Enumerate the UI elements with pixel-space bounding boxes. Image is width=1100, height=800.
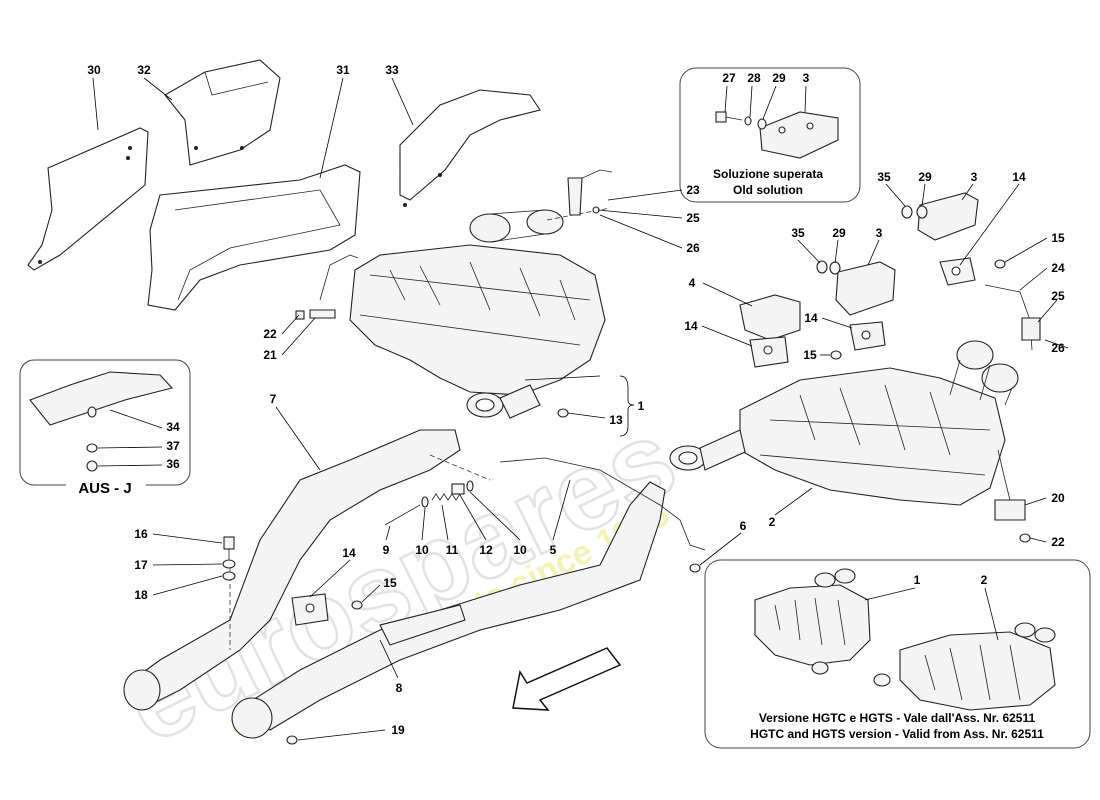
bracket-3-middle bbox=[816, 260, 896, 316]
label-26-upper: 26 bbox=[686, 241, 700, 255]
label-26-lower: 26 bbox=[1051, 341, 1065, 355]
direction-arrow bbox=[512, 647, 622, 711]
label-old-28: 28 bbox=[747, 71, 761, 85]
front-pipe-7 bbox=[123, 429, 461, 711]
hanger-bracket-21 bbox=[295, 254, 359, 320]
label-aus-37: 37 bbox=[166, 439, 180, 453]
label-23: 23 bbox=[686, 183, 700, 197]
hgtc-muffler-1 bbox=[754, 568, 871, 675]
rubber-mount-14-a bbox=[939, 257, 976, 286]
leader-lines bbox=[92, 77, 1069, 741]
bracket-4 bbox=[739, 294, 801, 341]
label-aus-36: 36 bbox=[166, 457, 180, 471]
label-old-27: 27 bbox=[722, 71, 736, 85]
label-old-29: 29 bbox=[772, 71, 786, 85]
nut-15-19 bbox=[286, 259, 1031, 745]
group-brace-1 bbox=[619, 375, 635, 437]
label-4: 4 bbox=[689, 276, 696, 290]
label-18: 18 bbox=[134, 588, 148, 602]
hgtc-caption-it: Versione HGTC e HGTS - Vale dall'Ass. Nr… bbox=[759, 711, 1036, 725]
label-13: 13 bbox=[609, 413, 623, 427]
label-14-lower: 14 bbox=[342, 546, 356, 560]
heat-shield-32 bbox=[164, 59, 281, 166]
hanger-rod-23 bbox=[567, 169, 613, 216]
heat-shield-30 bbox=[27, 127, 149, 271]
bolt-16-stack bbox=[222, 536, 236, 581]
label-1: 1 bbox=[638, 399, 645, 413]
rubber-mount-14-d bbox=[291, 593, 329, 626]
label-33: 33 bbox=[385, 63, 399, 77]
label-9: 9 bbox=[383, 543, 390, 557]
hgtc-muffler-2 bbox=[873, 622, 1056, 711]
label-5: 5 bbox=[550, 543, 557, 557]
old-solution-box: Soluzione superata Old solution bbox=[679, 67, 861, 203]
label-25-upper: 25 bbox=[686, 211, 700, 225]
heat-shield-33 bbox=[399, 89, 541, 207]
center-muffler bbox=[349, 207, 611, 419]
aus-j-box: AUS - J bbox=[19, 359, 191, 497]
label-15-upper: 15 bbox=[1051, 231, 1065, 245]
label-35-upper: 35 bbox=[877, 170, 891, 184]
label-22-lower: 22 bbox=[1051, 535, 1065, 549]
label-11: 11 bbox=[446, 543, 459, 557]
label-20: 20 bbox=[1051, 491, 1065, 505]
label-2: 2 bbox=[769, 515, 776, 529]
label-19: 19 bbox=[391, 723, 405, 737]
label-14-upper: 14 bbox=[1012, 170, 1026, 184]
rear-muffler bbox=[669, 340, 1019, 506]
hanger-rod-24 bbox=[984, 284, 1041, 351]
old-solution-title-en: Old solution bbox=[733, 183, 803, 197]
label-24: 24 bbox=[1051, 261, 1065, 275]
spring-bolt-9-12 bbox=[384, 454, 491, 526]
label-3-middle: 3 bbox=[876, 226, 883, 240]
heat-shield-31 bbox=[147, 164, 361, 311]
label-8: 8 bbox=[396, 681, 403, 695]
label-31: 31 bbox=[336, 63, 350, 77]
label-35-middle: 35 bbox=[791, 226, 805, 240]
label-29-middle: 29 bbox=[832, 226, 846, 240]
label-aus-34: 34 bbox=[166, 420, 180, 434]
label-16: 16 bbox=[134, 527, 148, 541]
hgtc-caption-en: HGTC and HGTS version - Valid from Ass. … bbox=[750, 727, 1044, 741]
label-old-3: 3 bbox=[803, 71, 810, 85]
label-29-upper: 29 bbox=[918, 170, 932, 184]
old-solution-screw bbox=[715, 111, 767, 130]
label-30: 30 bbox=[87, 63, 101, 77]
label-14-left: 14 bbox=[684, 319, 698, 333]
front-pipe-8 bbox=[231, 481, 666, 739]
label-12: 12 bbox=[479, 543, 493, 557]
label-21: 21 bbox=[263, 348, 277, 362]
hanger-bracket-20 bbox=[994, 449, 1026, 521]
label-6: 6 bbox=[740, 519, 747, 533]
label-3-upper: 3 bbox=[971, 170, 978, 184]
label-32: 32 bbox=[137, 63, 151, 77]
label-hgtc-2: 2 bbox=[981, 573, 988, 587]
label-10-right: 10 bbox=[513, 543, 527, 557]
bracket-rod-5 bbox=[499, 457, 706, 551]
bracket-3-upper bbox=[901, 192, 979, 241]
aus-j-title: AUS - J bbox=[78, 480, 131, 497]
label-25-lower: 25 bbox=[1051, 289, 1065, 303]
rubber-mount-14-c bbox=[749, 336, 789, 368]
label-17: 17 bbox=[134, 558, 148, 572]
old-solution-bracket bbox=[759, 111, 839, 159]
rubber-mount-14-b bbox=[849, 321, 886, 351]
label-15-middle: 15 bbox=[803, 348, 817, 362]
label-10-left: 10 bbox=[415, 543, 429, 557]
label-15-lower: 15 bbox=[383, 576, 397, 590]
label-22-upper: 22 bbox=[263, 327, 277, 341]
old-solution-title-it: Soluzione superata bbox=[713, 167, 823, 181]
hgtc-version-box: Versione HGTC e HGTS - Vale dall'Ass. Nr… bbox=[704, 559, 1091, 749]
label-7: 7 bbox=[270, 392, 277, 406]
label-14-middle: 14 bbox=[804, 311, 818, 325]
label-hgtc-1: 1 bbox=[914, 573, 921, 587]
part-labels: 30 32 31 33 27 28 29 3 23 25 26 35 29 3 … bbox=[87, 63, 1065, 737]
